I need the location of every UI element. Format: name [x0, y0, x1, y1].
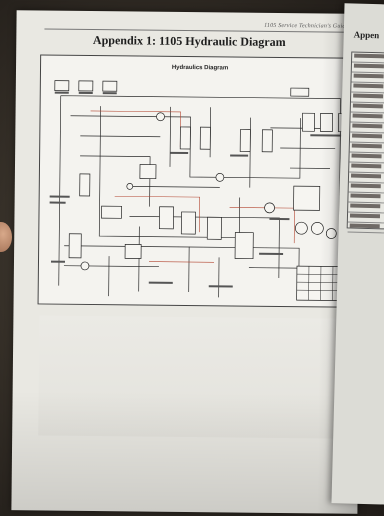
- facing-page-title: Appen: [353, 29, 380, 41]
- manual-page: 1105 Service Technician's Guide Appendix…: [11, 10, 363, 514]
- facing-table-row: [347, 222, 384, 234]
- page-title: Appendix 1: 1105 Hydraulic Diagram: [92, 33, 286, 50]
- hydraulic-schematic-drawing: [49, 80, 358, 302]
- bottom-shadow: [11, 390, 359, 514]
- thumb: [0, 222, 12, 252]
- hydraulic-diagram: Hydraulics Diagram: [37, 54, 361, 308]
- facing-page-table: [346, 51, 384, 234]
